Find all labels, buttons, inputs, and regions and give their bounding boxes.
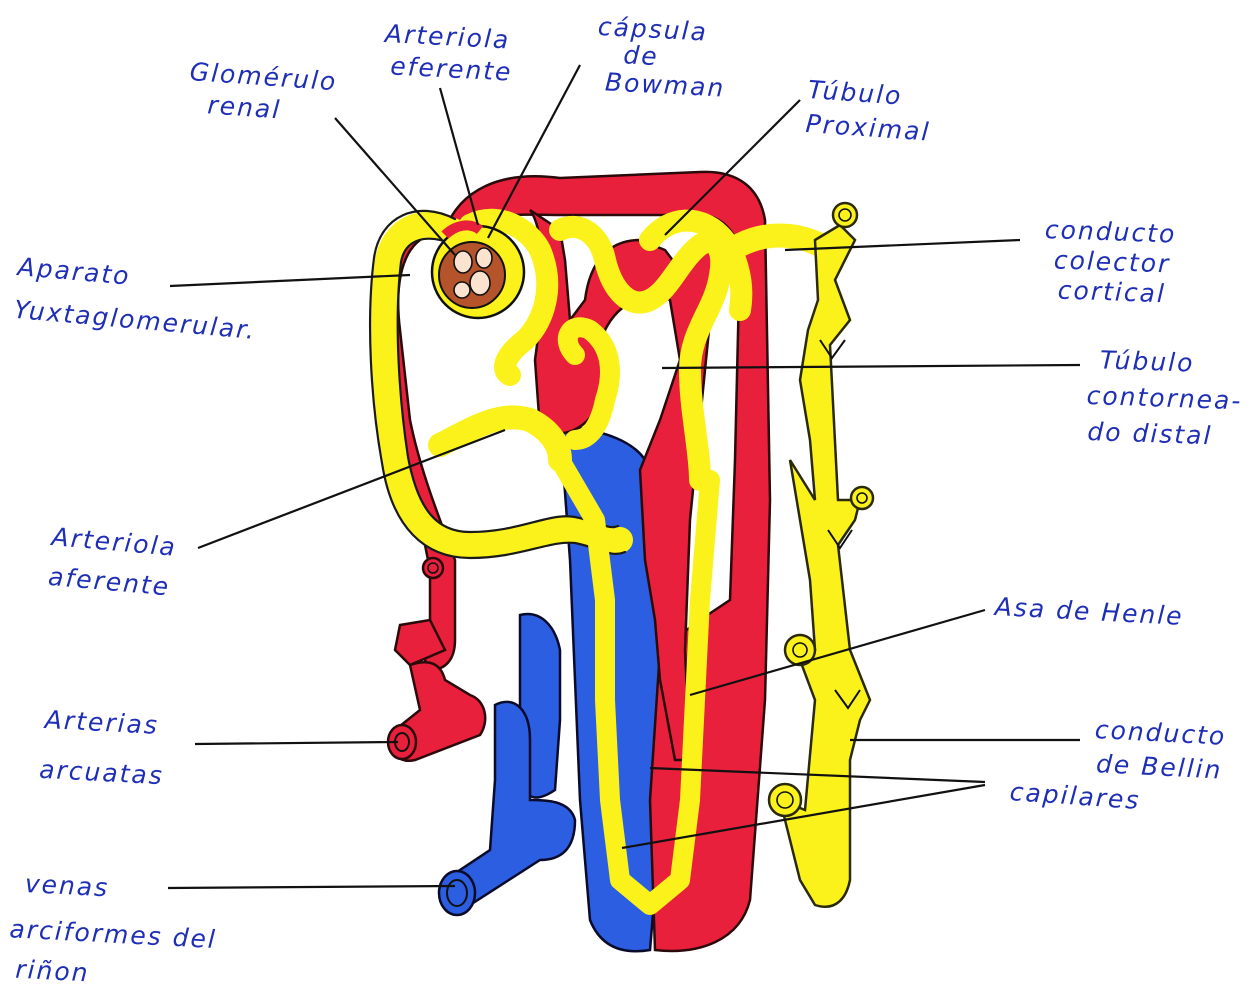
label-capsula: cápsula de Bowman <box>594 12 729 103</box>
label-aparato: Aparato Yuxtaglomerular. <box>11 252 261 345</box>
label-arteriola-eferente: Arteriola eferente <box>381 19 521 87</box>
label-conducto-bellini: conducto de Bellin <box>1092 715 1237 785</box>
label-conducto-colector: conducto colector cortical <box>1042 215 1186 309</box>
label-asa-henle: Asa de Henle <box>992 592 1184 631</box>
label-tubulo-distal: Túbulo contornea- do distal <box>1085 345 1254 452</box>
label-arteriola-aferente: Arteriola aferente <box>45 522 188 603</box>
leader-tubulo-distal <box>662 365 1080 368</box>
leader-venas <box>168 886 455 888</box>
label-glomerulo: Glomérulo renal <box>187 57 349 129</box>
label-capilares: capilares <box>1009 777 1142 815</box>
venous-network <box>439 425 665 951</box>
collecting-duct <box>769 203 873 907</box>
glomerulus-bowman <box>432 225 524 318</box>
label-venas: venas arciformes del riñon <box>7 868 230 988</box>
label-arterias-arcuatas: Arterias arcuatas <box>39 705 170 791</box>
label-tubulo-proximal: Túbulo Proximal <box>805 75 934 147</box>
leader-arterias-arcuatas <box>195 742 398 744</box>
